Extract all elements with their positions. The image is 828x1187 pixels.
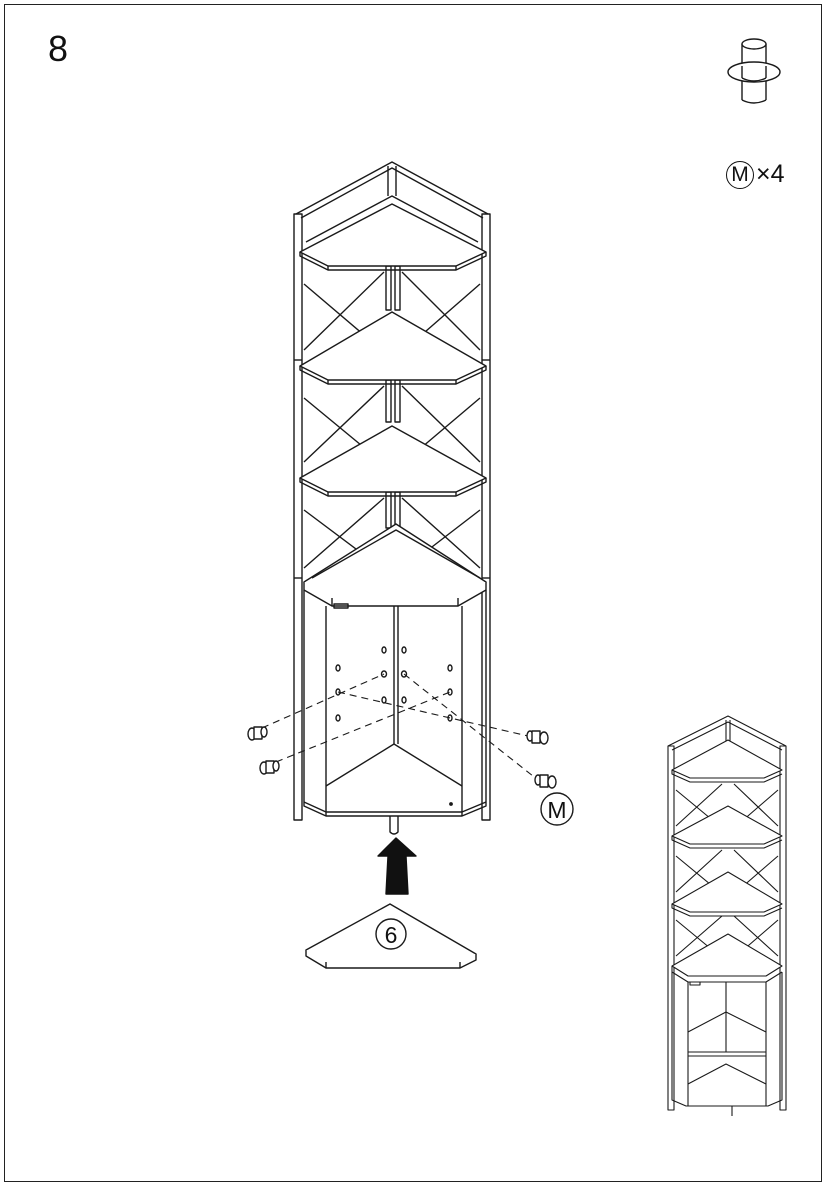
cam-dowel-icon	[727, 38, 781, 104]
completed-unit-preview	[667, 715, 787, 1116]
cam-bolt-3	[526, 730, 549, 745]
insert-arrow	[377, 837, 417, 895]
part-6-panel: 6	[305, 903, 477, 969]
hardware-id-badge: M	[726, 160, 754, 189]
hardware-quantity: ×4	[756, 160, 785, 188]
cam-bolt-2	[259, 760, 280, 775]
cam-bolt-4	[534, 774, 557, 789]
hardware-callout: M	[540, 792, 574, 826]
page-frame	[4, 4, 822, 1182]
svg-text:6: 6	[385, 922, 398, 948]
alignment-lines	[261, 673, 539, 781]
step-number: 8	[48, 28, 69, 69]
main-shelf-unit	[293, 161, 491, 835]
svg-text:M: M	[547, 797, 566, 823]
cam-bolt-1	[247, 726, 268, 741]
hardware-count: M ×4	[726, 160, 785, 189]
